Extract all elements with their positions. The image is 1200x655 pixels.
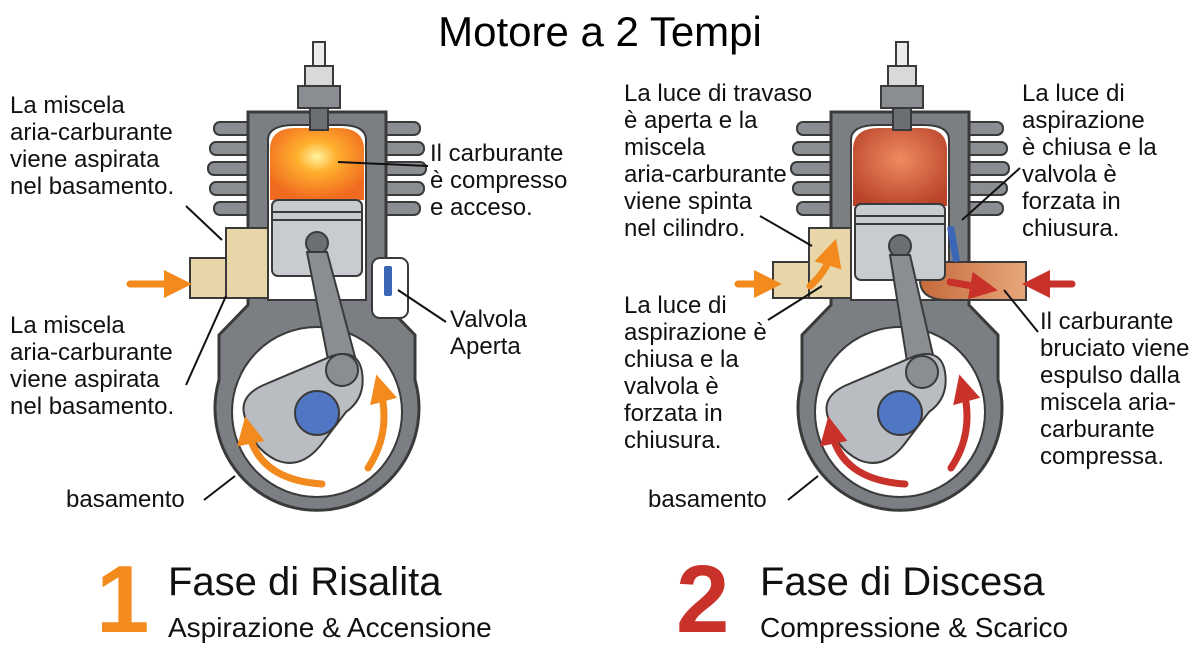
label-valve-open: Valvola Aperta xyxy=(450,306,527,360)
diagram-title: Motore a 2 Tempi xyxy=(438,8,762,55)
piston-left xyxy=(271,199,363,277)
label-mixture-drawn-in-top-left: La miscela aria-carburante viene aspirat… xyxy=(10,92,175,200)
crank-pin-right xyxy=(905,355,939,389)
label-intake-closed-top: La luce di aspirazione è chiusa e la val… xyxy=(1022,80,1157,242)
leader-lines-right xyxy=(759,167,1039,501)
phase-number-2: 2 xyxy=(676,546,730,653)
piston-right xyxy=(854,203,946,281)
burned-gas-right xyxy=(853,128,947,206)
spark-plug-left xyxy=(297,41,341,131)
phase-number-1: 1 xyxy=(96,546,150,653)
phase-title-descent: Fase di Discesa xyxy=(760,560,1045,604)
label-crankcase-left: basamento xyxy=(66,486,185,513)
label-mixture-drawn-in-mid-left: La miscela aria-carburante viene aspirat… xyxy=(10,312,175,420)
transfer-port-left xyxy=(225,227,269,299)
label-burned-fuel-expelled: Il carburante bruciato viene espulso dal… xyxy=(1040,308,1190,470)
crankshaft-left xyxy=(294,390,340,436)
leader-lines-left xyxy=(185,161,447,501)
phase-subtitle-rise: Aspirazione & Accensione xyxy=(168,612,492,643)
label-intake-closed-mid: La luce di aspirazione è chiusa e la val… xyxy=(624,292,767,454)
crankshaft-right xyxy=(877,390,923,436)
crank-pin-left xyxy=(325,353,359,387)
spark-plug-right xyxy=(880,41,924,131)
reed-valve-left xyxy=(384,266,392,296)
phase-title-rise: Fase di Risalita xyxy=(168,560,442,604)
label-crankcase-right: basamento xyxy=(648,486,767,513)
label-transfer-port-open: La luce di travaso è aperta e la miscela… xyxy=(624,80,813,242)
combustion-flame-left xyxy=(270,128,364,200)
phase-subtitle-descent: Compressione & Scarico xyxy=(760,612,1069,643)
flow-arrows-right xyxy=(734,238,1076,488)
reed-valve-right xyxy=(947,225,960,262)
engine-right xyxy=(734,41,1076,512)
flow-arrows-left xyxy=(126,270,398,488)
engine-left xyxy=(126,41,447,512)
label-fuel-compressed-ignited: Il carburante è compresso e acceso. xyxy=(430,140,568,221)
